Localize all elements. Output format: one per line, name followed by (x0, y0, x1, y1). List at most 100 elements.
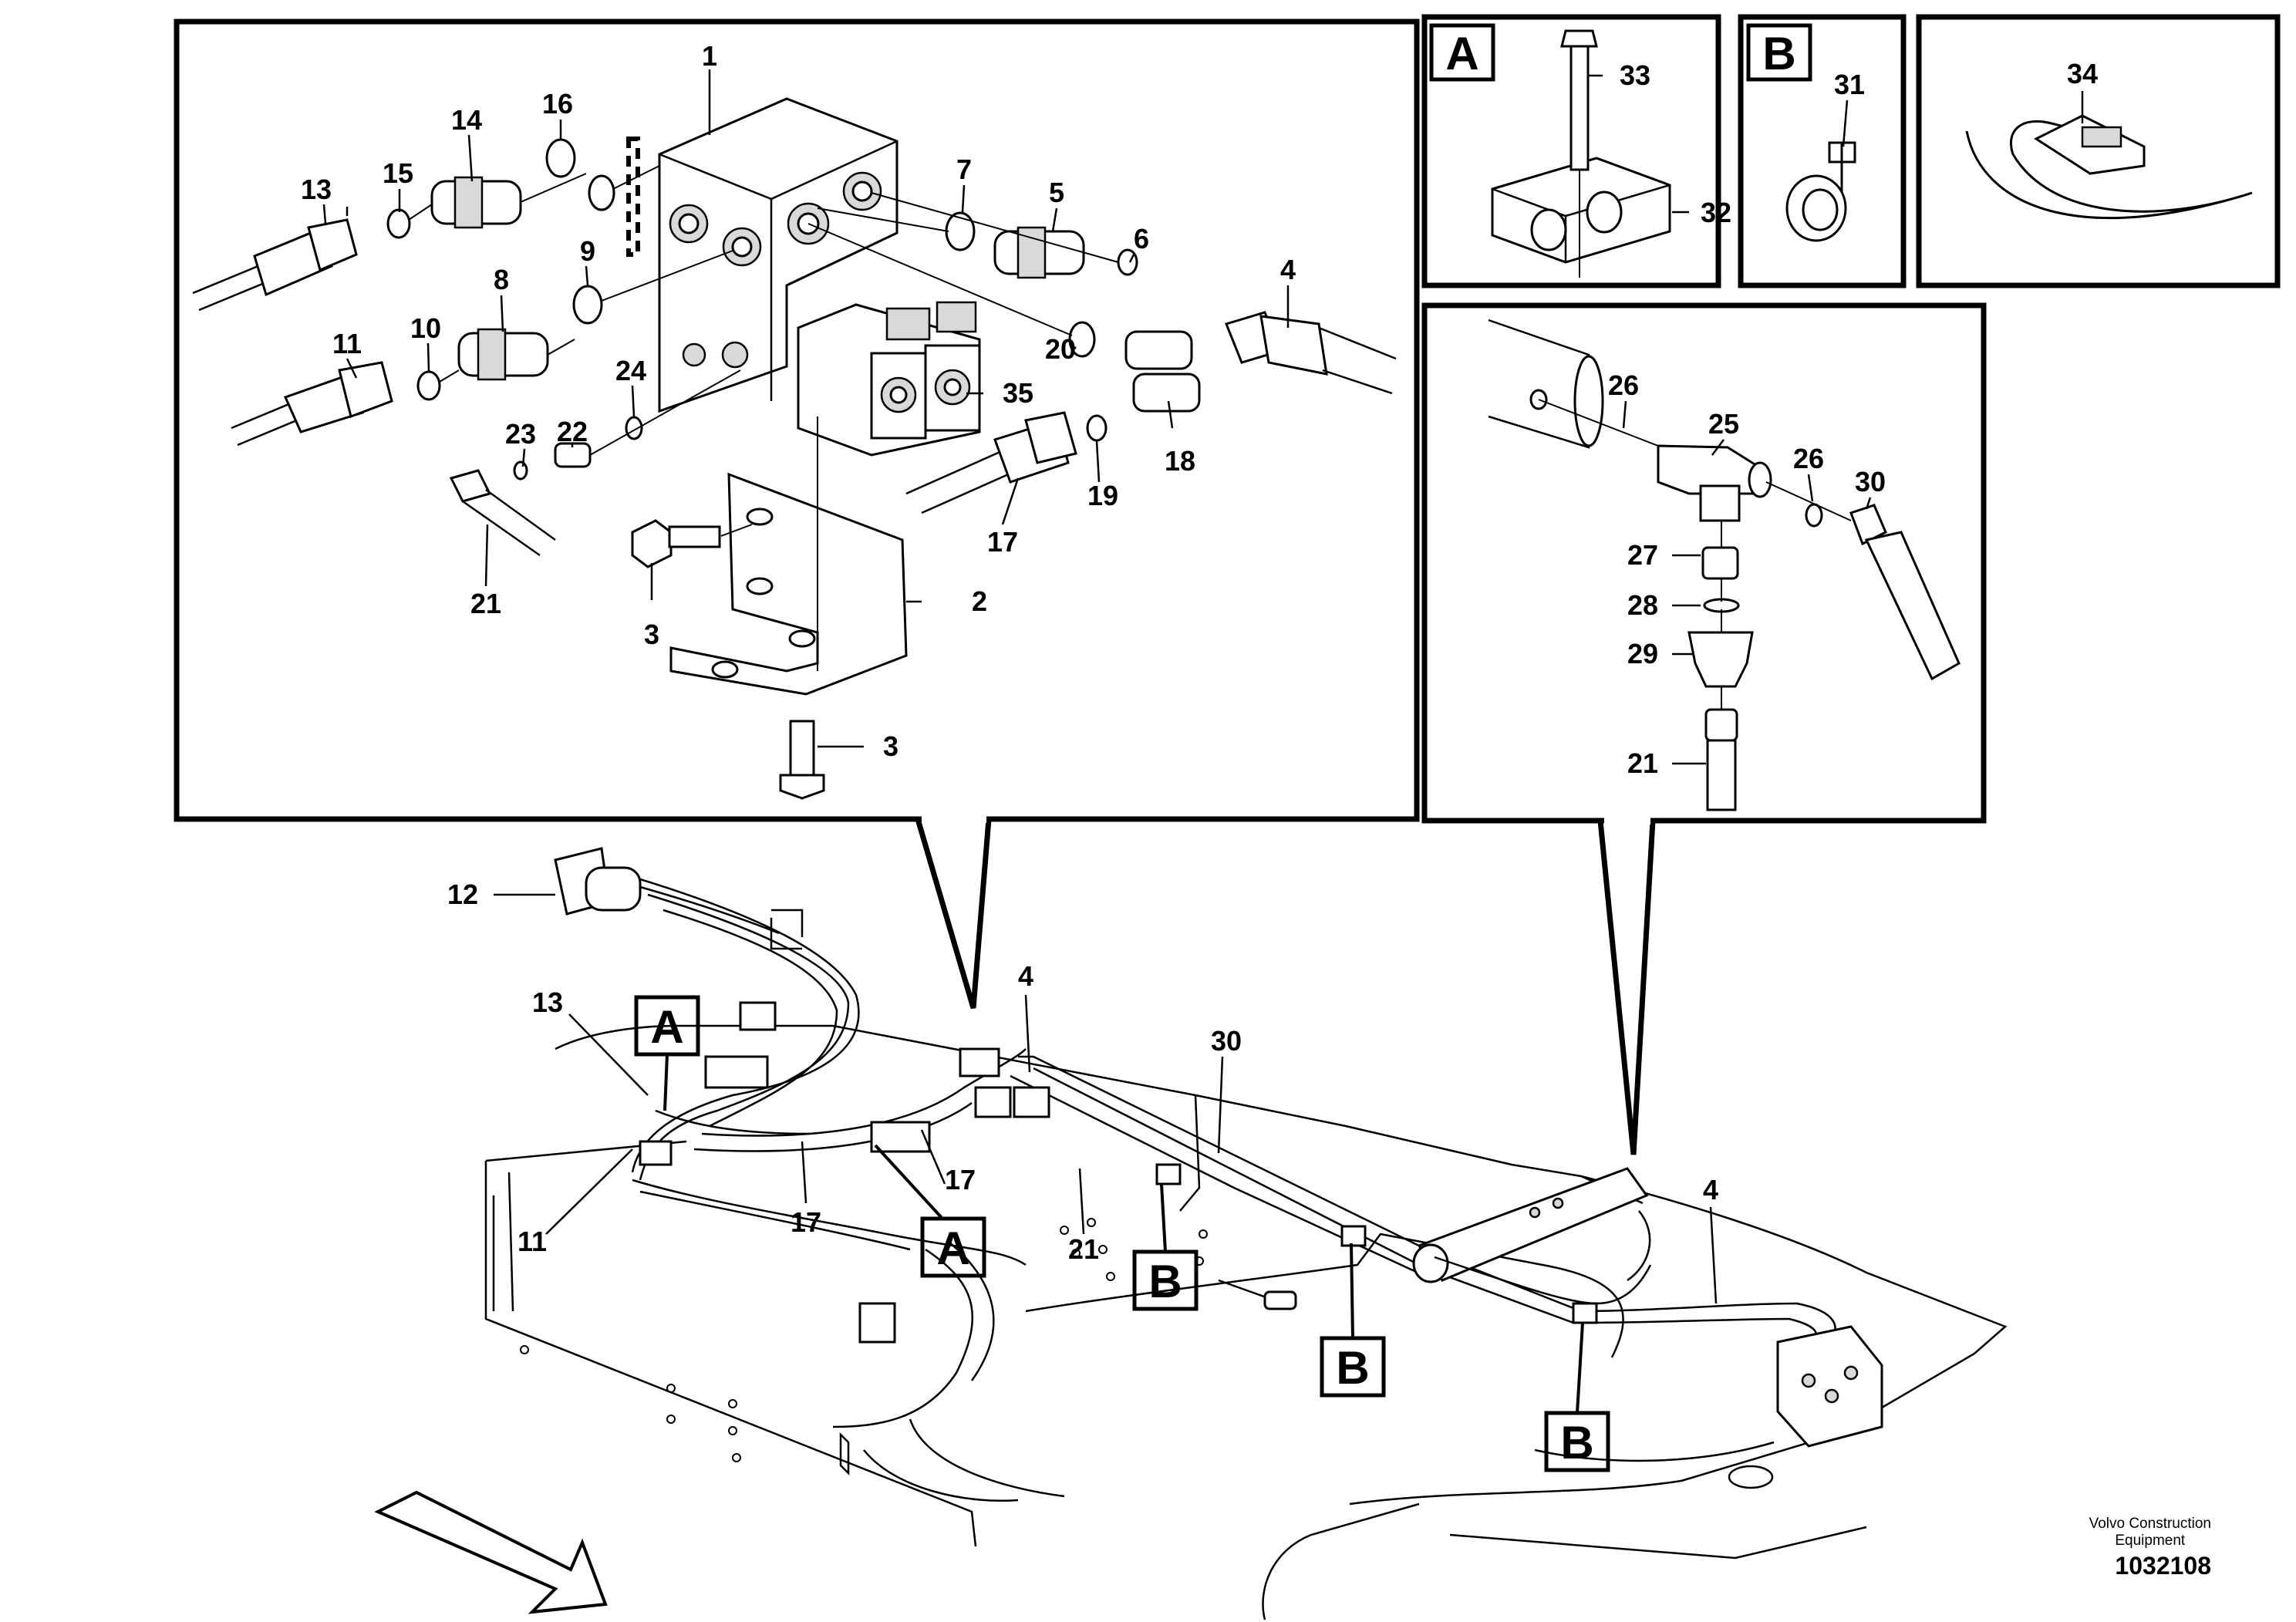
label-5: 5 (1049, 177, 1064, 208)
label-17-detail: 17 (987, 526, 1018, 558)
label-18: 18 (1165, 445, 1195, 477)
hose-bundle-main (631, 878, 1027, 1181)
label-23: 23 (505, 418, 536, 450)
assembly-lines-valve (408, 137, 1119, 671)
label-13-detail: 13 (301, 174, 332, 205)
label-4-detail: 4 (1280, 254, 1296, 285)
label-21-detail: 21 (470, 588, 501, 619)
label-30-detail: 30 (1855, 466, 1886, 497)
ref-box-b-main-3: B (1544, 1411, 1610, 1472)
direction-arrow-icon (374, 1490, 608, 1614)
detail-frame-ref-b (1738, 14, 1907, 288)
label-17-main-left: 17 (791, 1206, 821, 1238)
label-19: 19 (1087, 480, 1118, 511)
label-14: 14 (451, 104, 482, 136)
clamps-main (639, 1001, 1598, 1344)
valve-block (658, 97, 899, 413)
svg-text:A: A (936, 1222, 969, 1274)
svg-text:A: A (650, 1001, 683, 1053)
hose-11 (231, 361, 393, 447)
callout-labels: 1 2 3 3 4 5 6 7 8 9 10 11 13 14 15 16 17… (301, 40, 2098, 1265)
label-10: 10 (410, 312, 441, 344)
frame-body (484, 1024, 2008, 1620)
svg-text:B: B (1336, 1342, 1369, 1394)
ref-box-b-main-2: B (1320, 1336, 1386, 1398)
cylinder-tube (1412, 1167, 1649, 1283)
svg-text:B: B (1762, 28, 1795, 79)
solenoid-main (959, 1047, 1050, 1118)
label-1: 1 (702, 40, 717, 72)
mounting-bracket (669, 472, 908, 696)
ref-box-pointers (663, 1054, 1584, 1414)
credit-line-1: Volvo Construction (2089, 1516, 2211, 1532)
label-27: 27 (1627, 539, 1658, 571)
label-24: 24 (615, 355, 646, 386)
pipe-30-main (1010, 1055, 1582, 1324)
manifold-12 (554, 847, 780, 935)
label-22: 22 (557, 416, 588, 447)
ref-box-b-main-1: B (1132, 1249, 1199, 1311)
credit-line-2: Equipment (2115, 1533, 2186, 1549)
label-17-main-right: 17 (945, 1164, 976, 1195)
label-12: 12 (447, 878, 478, 910)
svg-text:B: B (1148, 1256, 1182, 1307)
p-clip-31 (1785, 141, 1856, 242)
label-26-right: 26 (1793, 443, 1824, 474)
label-3-lower: 3 (883, 730, 899, 762)
hose-21-main (632, 1179, 1297, 1428)
bolt-33 (1560, 29, 1598, 278)
label-2: 2 (972, 585, 987, 617)
label-29: 29 (1627, 638, 1658, 669)
ref-box-b-detail: B (1746, 23, 1812, 82)
publisher-credit: Volvo Construction Equipment (2089, 1516, 2211, 1549)
label-15: 15 (383, 157, 413, 189)
frame-holes (520, 1218, 1208, 1462)
label-26-left: 26 (1608, 369, 1639, 401)
label-11-detail: 11 (332, 328, 362, 359)
svg-text:B: B (1560, 1417, 1593, 1469)
label-13-main: 13 (532, 986, 563, 1018)
label-4-main-left: 4 (1018, 960, 1033, 992)
label-32: 32 (1701, 197, 1731, 228)
hose-13 (192, 218, 358, 312)
label-25: 25 (1708, 408, 1739, 440)
document-number: 1032108 (2115, 1552, 2211, 1580)
ref-box-a-detail: A (1429, 23, 1495, 82)
label-20: 20 (1045, 333, 1076, 365)
detail-frame-valve (174, 19, 1420, 1009)
solenoid-pair (797, 301, 981, 457)
label-3-upper: 3 (644, 619, 659, 650)
label-21-main: 21 (1068, 1233, 1099, 1265)
label-30-main: 30 (1211, 1025, 1242, 1057)
tee-fitting-25 (1657, 444, 1772, 522)
fitting-18 (1124, 330, 1201, 413)
svg-text:A: A (1445, 28, 1478, 79)
fitting-5 (993, 226, 1085, 279)
label-35: 35 (1003, 377, 1033, 409)
detail-frame-tee (1421, 302, 1987, 1155)
label-34: 34 (2067, 58, 2098, 89)
label-7: 7 (956, 153, 972, 185)
ref-box-a-main-2: A (920, 1216, 986, 1278)
orings-valve-detail (386, 138, 1138, 481)
label-9: 9 (580, 235, 595, 267)
hose-30-detail (1765, 481, 1961, 681)
fitting-8 (457, 328, 549, 381)
detail-frame-strap (1916, 14, 2281, 288)
label-33: 33 (1620, 59, 1650, 91)
label-8: 8 (494, 264, 509, 295)
label-31: 31 (1834, 69, 1865, 100)
hose-21-detail (449, 469, 556, 557)
hose-17-detail (905, 411, 1077, 514)
clamp-block-32 (1491, 157, 1671, 264)
tee-stack-27-29 (1687, 521, 1754, 811)
hose-4-detail (1224, 311, 1397, 395)
label-11-main: 11 (518, 1226, 547, 1257)
detail-frame-ref-a (1421, 14, 1721, 288)
valve-block-main (1776, 1325, 1883, 1448)
fitting-14 (430, 176, 522, 229)
screw-lower (779, 720, 825, 800)
leader-lines (322, 69, 2084, 1304)
screw-upper (631, 519, 721, 568)
